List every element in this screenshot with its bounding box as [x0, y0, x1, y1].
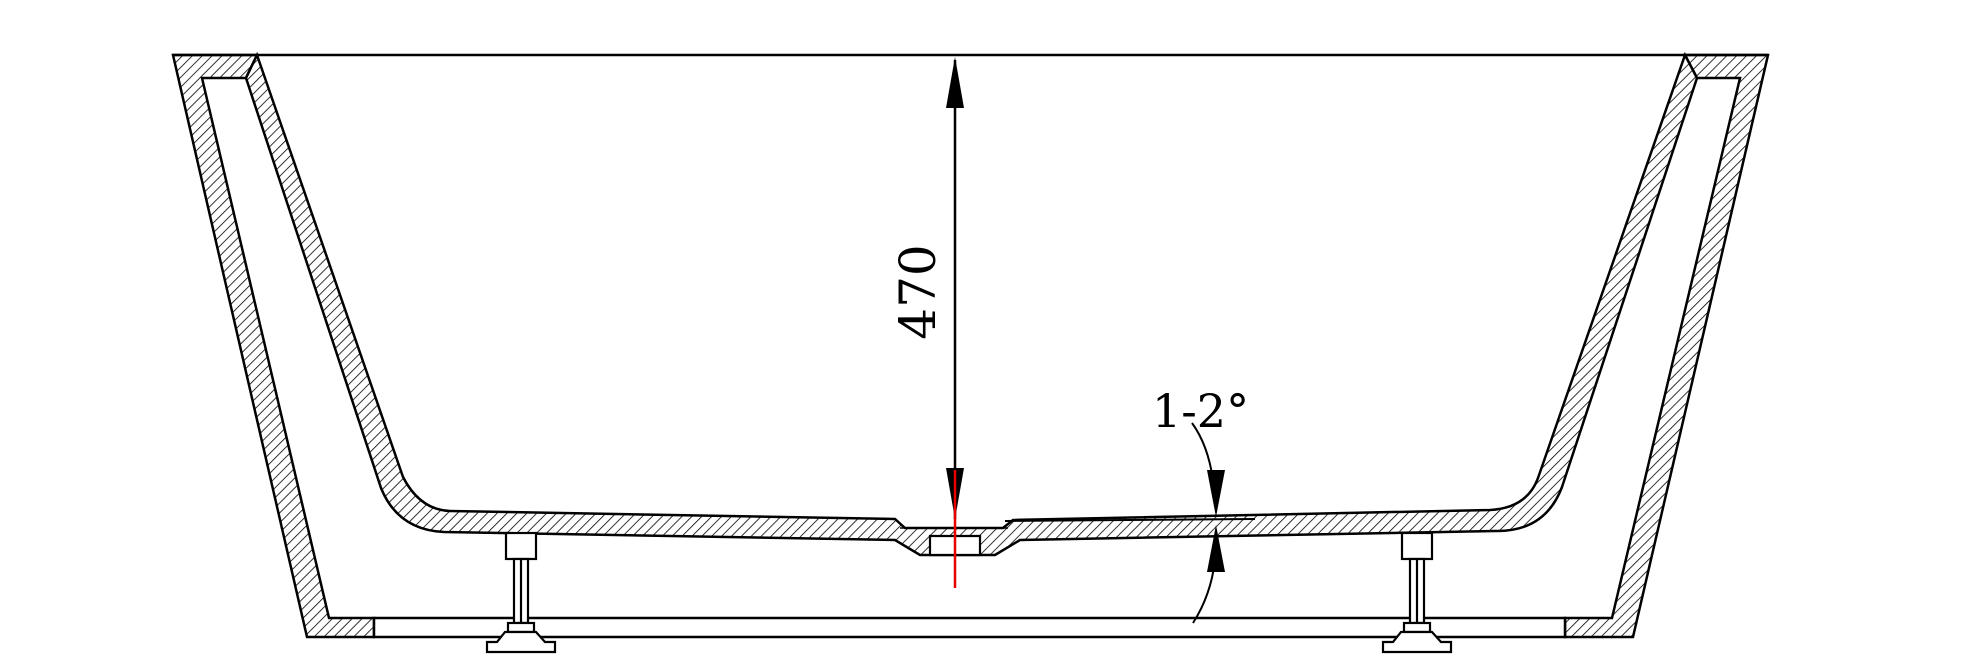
slope-angle-dimension — [1004, 422, 1256, 624]
depth-dimension: 470 — [889, 57, 964, 519]
base-plate — [372, 616, 1567, 639]
support-foot-left — [485, 531, 557, 654]
dimension-arrow-top — [946, 57, 964, 108]
angle-arrow-lower — [1207, 525, 1225, 572]
angle-arrow-upper — [1207, 470, 1225, 517]
slope-reference-line — [1004, 518, 1256, 522]
depth-dimension-label: 470 — [889, 244, 947, 339]
support-foot-right — [1381, 531, 1453, 654]
slope-angle-label: 1-2° — [1152, 384, 1249, 438]
inner-shell-section — [244, 51, 1699, 557]
